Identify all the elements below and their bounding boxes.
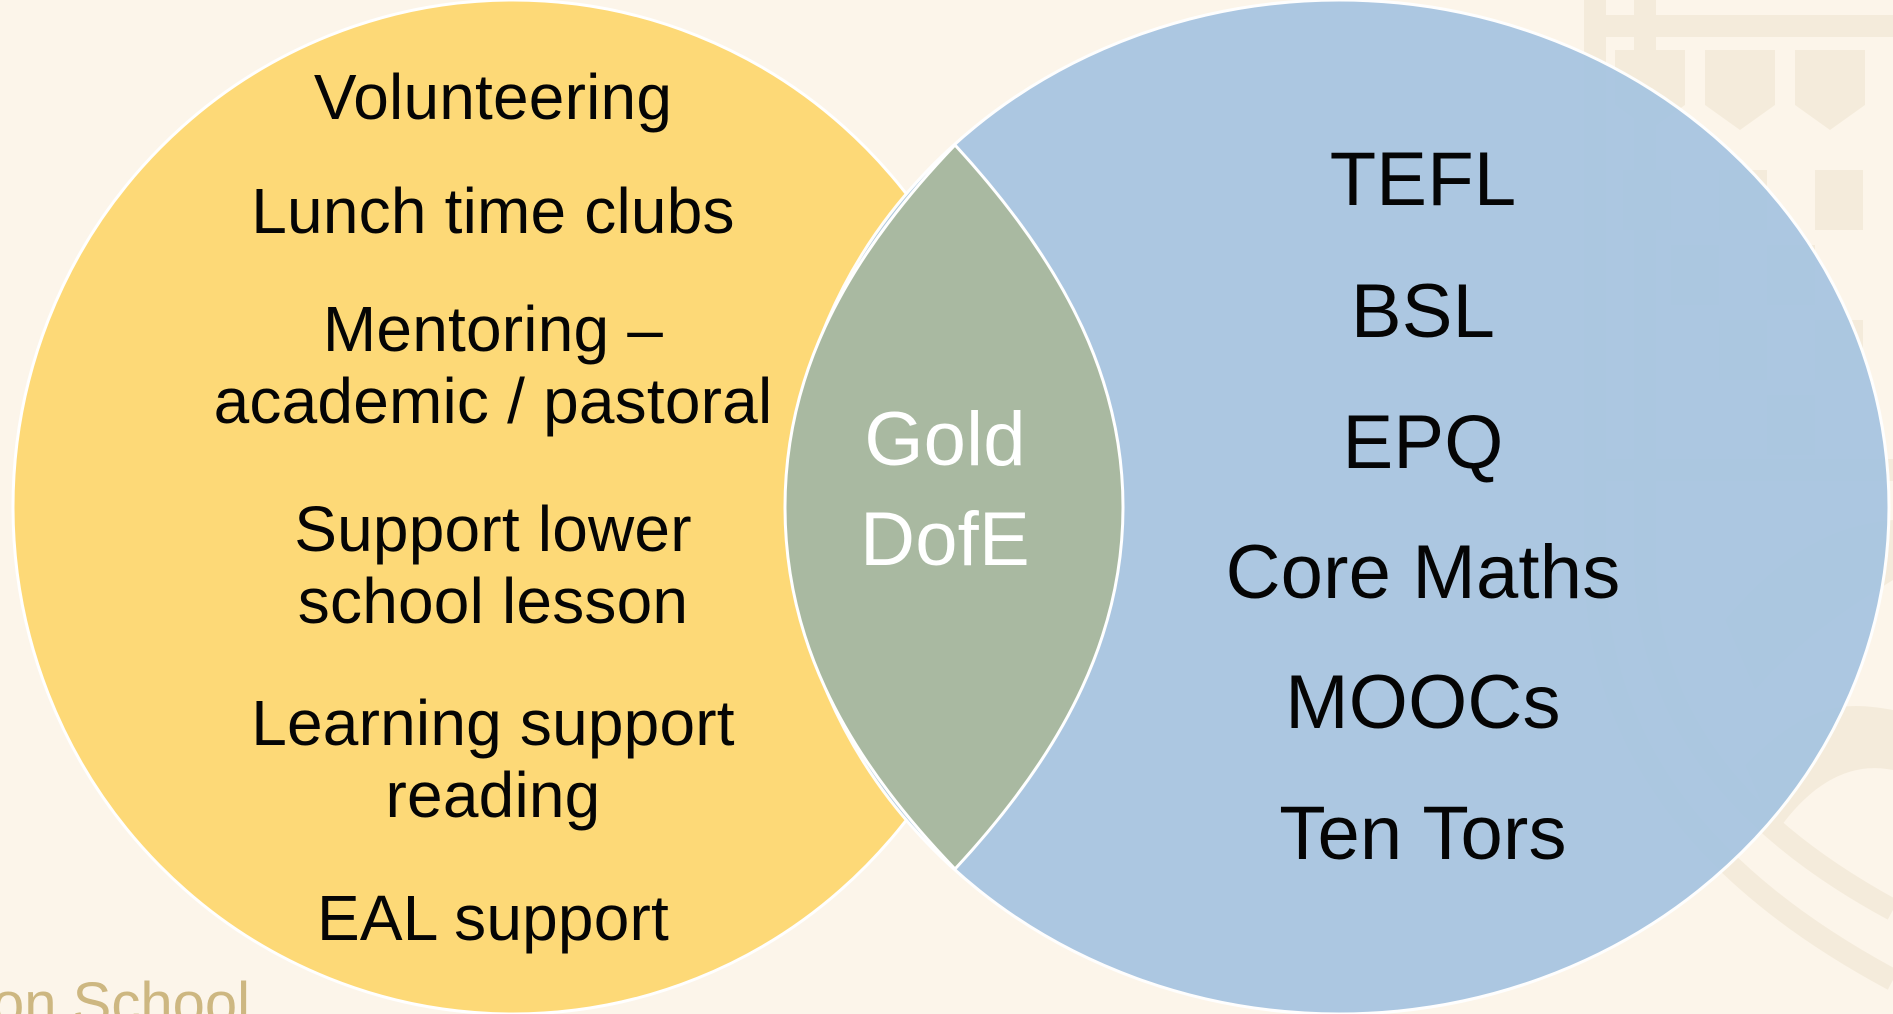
left-item-support-lower-school-lesson: Support lower school lesson [294, 493, 692, 637]
left-item-volunteering: Volunteering [313, 61, 673, 133]
right-item-core-maths: Core Maths [1225, 530, 1621, 615]
right-item-epq: EPQ [1342, 400, 1504, 485]
overlap-label: Gold DofE [860, 397, 1030, 583]
overlap-region [783, 142, 1125, 872]
footer-school-name: on School [0, 971, 250, 1014]
right-item-tefl: TEFL [1329, 137, 1517, 222]
left-item-mentoring: Mentoring – academic / pastoral [213, 293, 773, 437]
right-item-bsl: BSL [1350, 269, 1496, 354]
left-item-learning-support-reading: Learning support reading [251, 687, 735, 831]
left-item-eal-support: EAL support [316, 882, 670, 954]
right-item-moocs: MOOCs [1285, 660, 1561, 745]
left-item-lunch-time-clubs: Lunch time clubs [251, 175, 735, 247]
right-item-ten-tors: Ten Tors [1279, 791, 1567, 876]
